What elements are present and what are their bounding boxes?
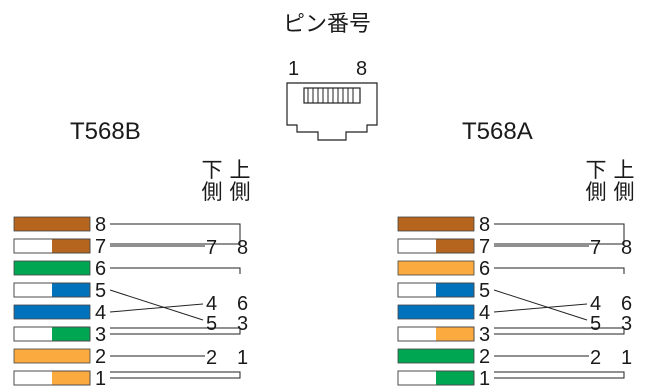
t568a-pair-4-upper-label: 1	[621, 347, 632, 369]
t568a-upper-side-label: 上側	[613, 159, 635, 204]
t568a-pin-8-label: 8	[479, 214, 490, 236]
t568b-wire-8-bar	[13, 216, 91, 232]
t568b-pair-4-upper-label: 1	[237, 347, 248, 369]
t568a-pin-6-line	[494, 267, 625, 274]
t568a-pair-4-lower-label: 2	[590, 347, 601, 369]
t568a-pair-3-upper-label: 3	[621, 313, 632, 335]
t568b-pin-6-label: 6	[95, 258, 106, 280]
t568b-pin-1-line	[110, 371, 241, 379]
t568b-wire-2-bar	[13, 348, 91, 364]
t568a-pin-1-line	[494, 371, 625, 379]
t568b-pair-3-upper-label: 3	[237, 313, 248, 335]
t568b-wire-1-outline	[13, 370, 91, 386]
t568b-pin-2-label: 2	[95, 346, 106, 368]
t568b-pin-5-line	[109, 289, 204, 321]
t568a-lower-side-label: 下側	[585, 159, 607, 204]
t568a-pin-5-line	[493, 289, 588, 321]
t568a-pin-4-label: 4	[479, 302, 490, 324]
t568a-wire-1-stripe	[436, 371, 474, 385]
t568b-pair-2-lower-label: 4	[206, 293, 217, 315]
t568a-wire-4-bar	[397, 304, 475, 320]
t568a-wire-5-outline	[397, 282, 475, 298]
connector-pin-last-label: 8	[356, 58, 368, 80]
t568a-wire-3-stripe	[436, 327, 474, 341]
t568b-pair-2-upper-label: 6	[237, 293, 248, 315]
t568b-wire-1-stripe	[52, 371, 90, 385]
t568b-pin-4-line	[109, 303, 204, 313]
t568b-pin-6-line	[110, 267, 241, 274]
t568a-pin-7-label: 7	[479, 236, 490, 258]
t568b-wire-5-outline	[13, 282, 91, 298]
t568b-pin-8-line	[110, 223, 241, 245]
t568a-pair-2-upper-label: 6	[621, 293, 632, 315]
t568a-wire-1-outline	[397, 370, 475, 386]
t568b-wire-7-outline	[13, 238, 91, 254]
t568b-pin-3-label: 3	[95, 324, 106, 346]
t568b-lower-side-label: 下側	[201, 159, 223, 204]
t568a-pin-3-line	[494, 327, 625, 335]
t568a-pair-3-lower-label: 5	[590, 313, 601, 335]
t568a-pin-6-label: 6	[479, 258, 490, 280]
t568b-pin-7-label: 7	[95, 236, 106, 258]
t568b-wire-7-stripe	[52, 239, 90, 253]
t568a-pair-1-lower-label: 7	[590, 237, 601, 259]
t568b-pair-1-lower-label: 7	[206, 237, 217, 259]
t568a-pin-5-label: 5	[479, 280, 490, 302]
t568a-pin-1-label: 1	[479, 368, 490, 390]
t568a-pin-2-label: 2	[479, 346, 490, 368]
t568b-pair-1-upper-label: 8	[237, 237, 248, 259]
t568b-pin-1-label: 1	[95, 368, 106, 390]
t568a-pair-2-lower-label: 4	[590, 293, 601, 315]
t568a-wire-7-outline	[397, 238, 475, 254]
t568b-wire-5-stripe	[52, 283, 90, 297]
standard-title-t568b: T568B	[70, 118, 141, 145]
t568a-wire-5-stripe	[436, 283, 474, 297]
rj45-connector-icon	[286, 82, 378, 141]
t568b-wire-3-stripe	[52, 327, 90, 341]
t568b-pin-3-line	[110, 327, 241, 335]
connector-pin-first-label: 1	[288, 58, 300, 80]
t568b-pin-4-label: 4	[95, 302, 106, 324]
t568b-pin-5-label: 5	[95, 280, 106, 302]
t568a-pair-1-upper-label: 8	[621, 237, 632, 259]
t568a-pin-4-line	[493, 303, 588, 313]
t568a-wire-3-outline	[397, 326, 475, 342]
t568b-pin-8-label: 8	[95, 214, 106, 236]
t568a-wire-6-bar	[397, 260, 475, 276]
t568b-wire-6-bar	[13, 260, 91, 276]
t568a-wire-7-stripe	[436, 239, 474, 253]
t568b-pair-3-lower-label: 5	[206, 313, 217, 335]
standard-title-t568a: T568A	[462, 118, 533, 145]
t568b-pair-4-lower-label: 2	[206, 347, 217, 369]
t568a-wire-2-bar	[397, 348, 475, 364]
t568a-wire-8-bar	[397, 216, 475, 232]
t568b-upper-side-label: 上側	[229, 159, 251, 204]
t568b-wire-4-bar	[13, 304, 91, 320]
t568a-pin-3-label: 3	[479, 324, 490, 346]
t568a-pin-8-line	[494, 223, 625, 245]
t568b-wire-3-outline	[13, 326, 91, 342]
diagram-title: ピン番号	[282, 11, 371, 36]
